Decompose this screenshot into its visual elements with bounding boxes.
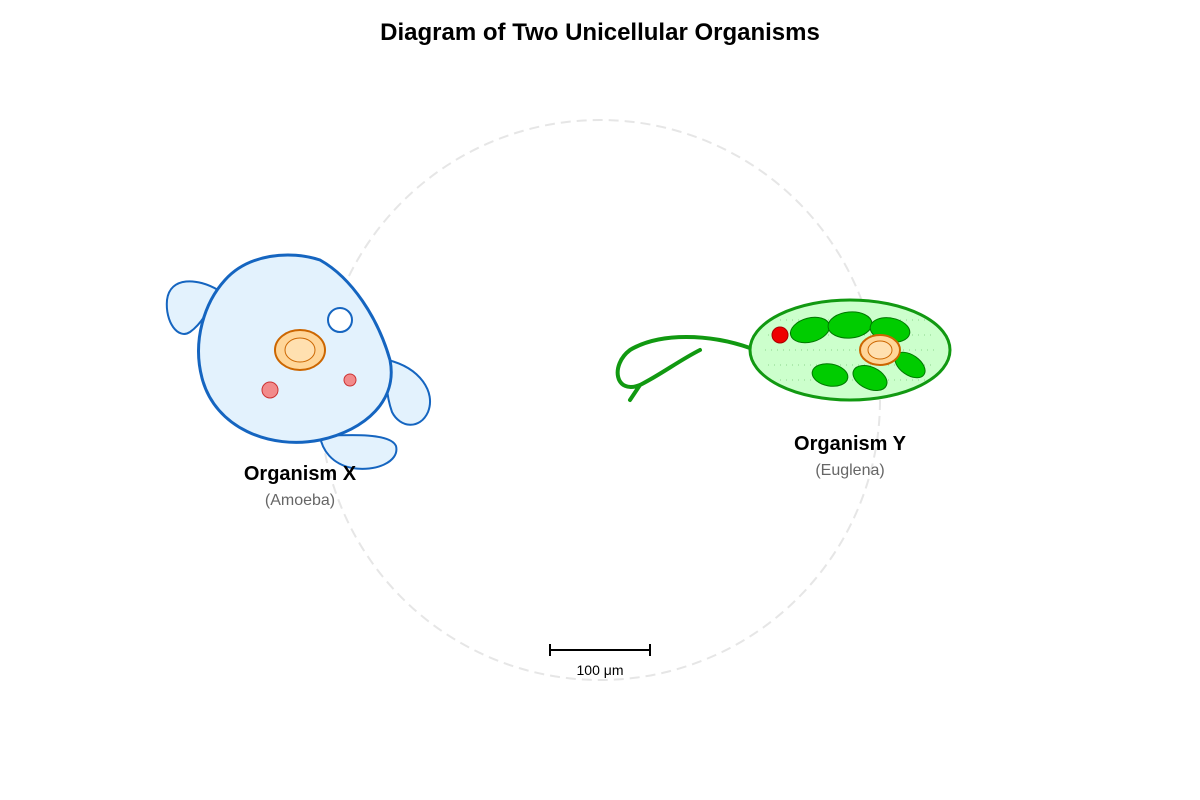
flagellum bbox=[615, 335, 752, 402]
organism-y-euglena bbox=[615, 298, 952, 402]
organism-y-common-name: (Euglena) bbox=[815, 462, 884, 479]
diagram-title: Diagram of Two Unicellular Organisms bbox=[380, 19, 820, 46]
pseudopod-bottom bbox=[318, 434, 398, 470]
chloroplast-5 bbox=[852, 364, 888, 392]
food-vacuole-1 bbox=[261, 381, 279, 399]
field-of-view-circle bbox=[319, 119, 881, 681]
scale-bar-label: 100 μm bbox=[577, 662, 624, 678]
scale-bar: 100 μm bbox=[549, 644, 651, 678]
food-vacuole-2 bbox=[343, 373, 357, 387]
euglena-nucleolus bbox=[867, 340, 893, 360]
amoeba-nucleolus bbox=[284, 337, 316, 363]
contractile-vacuole bbox=[327, 307, 353, 333]
organism-x-label: Organism X bbox=[244, 463, 357, 485]
eyespot bbox=[771, 326, 789, 344]
pseudopod-right bbox=[385, 358, 431, 426]
organism-x-common-name: (Amoeba) bbox=[265, 492, 335, 509]
organism-y-label: Organism Y bbox=[794, 433, 907, 455]
organism-x-amoeba bbox=[165, 253, 431, 470]
chloroplast-4 bbox=[811, 363, 849, 387]
